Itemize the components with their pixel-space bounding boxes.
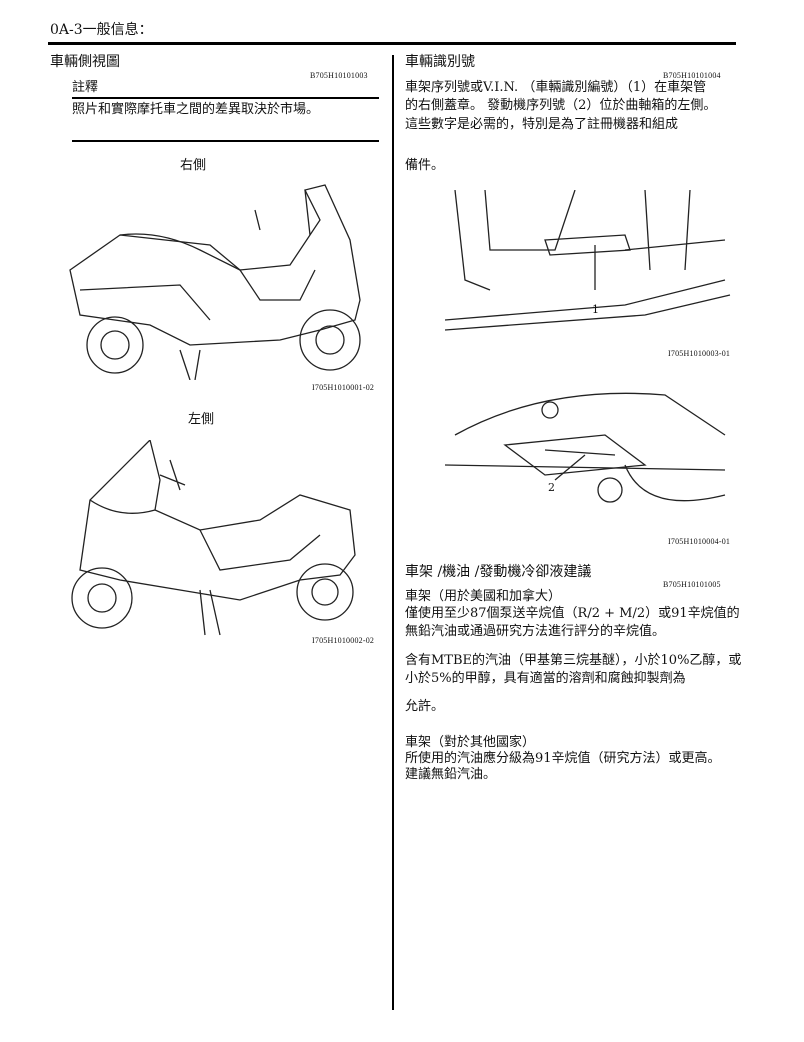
vin-text-line: 這些數字是必需的，特別是為了註冊機器和組成	[405, 117, 679, 132]
fuel-text-line: 允許。	[405, 699, 445, 714]
section-title-side-view: 車輛側視圖	[50, 54, 120, 70]
fuel-text-line: 車架（用於美國和加拿大）	[405, 589, 562, 604]
frame-number-illustration	[445, 190, 731, 331]
note-label: 註釋	[72, 80, 99, 95]
note-top-rule	[72, 97, 379, 99]
motorcycle-left-side-illustration	[71, 440, 356, 636]
note-text: 照片和實際摩托車之間的差異取決於市場。	[72, 102, 320, 117]
fig2-code: I705H1010004-01	[668, 537, 731, 546]
fuel-text-line: 所使用的汽油應分級為91辛烷值（研究方法）或更高。	[405, 751, 721, 766]
vin-code: B705H10101004	[663, 71, 721, 80]
section-title-vin: 車輛識別號	[405, 54, 475, 70]
header-rule	[48, 42, 736, 45]
column-divider	[392, 55, 394, 1010]
vin-text-line: 備件。	[405, 158, 445, 173]
page-header: 0A-3一般信息：	[50, 22, 153, 38]
fuel-text-line: 車架（對於其他國家）	[405, 735, 536, 750]
fig1-code: I705H1010003-01	[668, 349, 731, 358]
fuel-text-line: 小於5%的甲醇，具有適當的溶劑和腐蝕抑製劑為	[405, 671, 686, 686]
callout-2: 2	[548, 481, 555, 494]
fuel-text-line: 無鉛汽油或通過研究方法進行評分的辛烷值。	[405, 624, 666, 639]
fuel-code: B705H10101005	[663, 580, 721, 589]
fuel-text-line: 建議無鉛汽油。	[405, 767, 497, 782]
fuel-text-line: 僅使用至少87個泵送辛烷值（R/2 + M/2）或91辛烷值的	[405, 606, 740, 621]
vin-text-line: 車架序列號或V.I.N. （車輛識別編號）（1）在車架管	[405, 80, 707, 95]
section-code: B705H10101003	[310, 71, 368, 80]
motorcycle-right-side-illustration	[69, 184, 361, 380]
engine-number-illustration	[445, 392, 726, 503]
right-side-label: 右側	[180, 158, 207, 173]
vin-text-line: 的右側蓋章。 發動機序列號（2）位於曲軸箱的左側。	[405, 98, 717, 113]
right-fig-code: I705H1010001-02	[312, 383, 375, 392]
note-bottom-rule	[72, 140, 379, 142]
fuel-text-line: 含有MTBE的汽油（甲基第三烷基醚），小於10%乙醇，或	[405, 653, 742, 668]
callout-1: 1	[592, 303, 599, 316]
section-title-fuel: 車架 /機油 /發動機冷卻液建議	[405, 564, 592, 580]
left-fig-code: I705H1010002-02	[312, 636, 375, 645]
left-side-label: 左側	[188, 412, 215, 427]
